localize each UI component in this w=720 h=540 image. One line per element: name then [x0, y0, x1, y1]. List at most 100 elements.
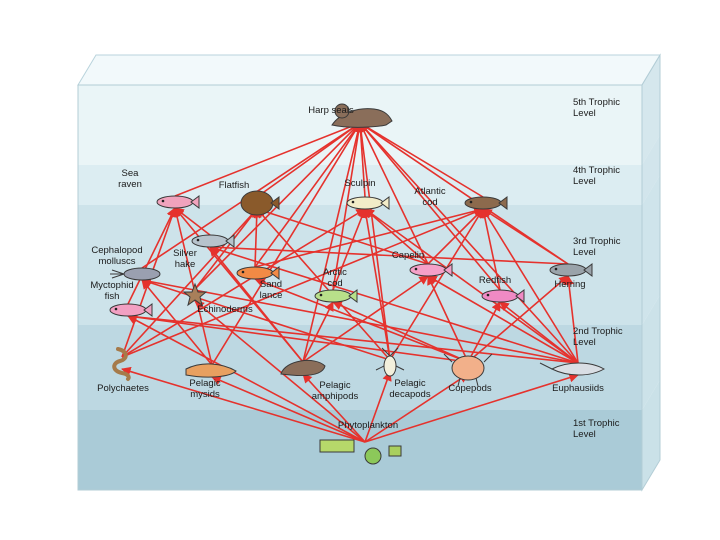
feeding-arrow-copepods-to-myctophid_fish	[127, 312, 469, 363]
feeding-arrow-flatfish-to-harp_seals	[256, 122, 361, 198]
trophic-level-label-level4: 4th Trophic Level	[573, 165, 620, 187]
feeding-arrow-sand_lance-to-flatfish	[251, 208, 262, 268]
fish-sea-raven-icon	[156, 195, 200, 209]
feeding-arrow-pelagic_amphipods-to-harp_seals	[302, 122, 363, 363]
feeding-arrow-phytoplankton-to-echinoderms	[194, 300, 366, 443]
label-silver-hake: Silver hake	[173, 248, 197, 270]
feeding-arrow-phytoplankton-to-pelagic_mysids	[211, 375, 366, 443]
fish-sculpin-icon	[346, 196, 390, 210]
feeding-arrow-capelin-to-sculpin	[364, 208, 429, 265]
fish-herring-icon	[549, 263, 593, 277]
feeding-arrow-atlantic_cod-to-harp_seals	[359, 122, 484, 198]
feeding-arrow-polychaetes-to-sea_raven	[121, 207, 177, 358]
feeding-arrow-arctic_cod-to-harp_seals	[332, 122, 364, 291]
starfish-echinoderms-icon	[182, 282, 208, 307]
worm-polychaetes-icon	[112, 347, 131, 381]
feeding-arrow-euphausiids-to-atlantic_cod	[482, 208, 579, 364]
label-redfish: Redfish	[478, 275, 512, 286]
plankton-phytoplankton-icon	[319, 439, 402, 465]
box-side-face	[642, 175, 660, 325]
feeding-arrow-phytoplankton-to-pelagic_decapods	[364, 371, 392, 443]
feeding-arrow-pelagic_mysids-to-sea_raven	[172, 207, 213, 366]
feeding-arrow-sculpin-to-harp_seals	[355, 122, 366, 198]
feeding-arrow-euphausiids-to-capelin	[427, 275, 579, 364]
feeding-arrow-phytoplankton-to-pelagic_amphipods	[302, 373, 366, 443]
feeding-arrow-herring-to-atlantic_cod	[482, 208, 569, 265]
box-side-face	[642, 135, 660, 205]
trophic-level-label-level2: 2nd Trophic Level	[573, 326, 623, 348]
feeding-arrow-euphausiids-to-herring	[564, 275, 579, 364]
feeding-arrow-myctophid_fish-to-sea_raven	[127, 207, 176, 305]
krill-euphausiids-icon	[539, 362, 606, 376]
organism-icons	[109, 103, 606, 465]
label-euphausiids: Euphausiids	[552, 383, 604, 394]
box-side-face	[642, 380, 660, 490]
feeding-links	[121, 121, 579, 443]
label-pelagic-amphipods: Pelagic amphipods	[311, 380, 359, 402]
label-pelagic-mysids: Pelagic mysids	[189, 378, 221, 400]
feeding-arrow-pelagic_mysids-to-harp_seals	[211, 122, 361, 366]
feeding-arrow-pelagic_decapods-to-atlantic_cod	[389, 208, 484, 361]
feeding-arrow-copepods-to-arctic_cod	[332, 301, 469, 363]
trophic-level-label-level3: 3rd Trophic Level	[573, 236, 621, 258]
feeding-arrow-sand_lance-to-harp_seals	[254, 122, 361, 268]
fish-arctic-cod-icon	[314, 289, 358, 303]
fish-redfish-icon	[481, 289, 525, 303]
amphipod-pelagic-amphipods-icon	[280, 359, 326, 377]
feeding-arrow-pelagic_decapods-to-sculpin	[361, 208, 391, 361]
feeding-arrow-phytoplankton-to-euphausiids	[364, 373, 579, 443]
box-side-face	[642, 295, 660, 410]
feeding-arrow-sea_raven-to-harp_seals	[174, 121, 361, 197]
trophic-band	[78, 410, 642, 490]
label-atlantic-cod: Atlantic cod	[414, 186, 446, 208]
decapod-pelagic-decapods-icon	[375, 347, 405, 377]
feeding-arrow-pelagic_decapods-to-cephalopod_molluscs	[141, 278, 391, 361]
label-sculpin: Sculpin	[344, 178, 376, 189]
feeding-arrow-phytoplankton-to-myctophid_fish	[127, 315, 366, 443]
feeding-arrow-polychaetes-to-sculpin	[121, 208, 366, 358]
feeding-arrow-polychaetes-to-atlantic_cod	[121, 207, 484, 358]
label-capelin: Capelin	[391, 250, 425, 261]
label-sea-raven: Sea raven	[118, 168, 142, 190]
feeding-arrow-echinoderms-to-flatfish	[194, 208, 258, 290]
feeding-arrow-pelagic_amphipods-to-capelin	[302, 275, 429, 363]
trophic-level-label-level5: 5th Trophic Level	[573, 97, 620, 119]
squid-cephalopod-molluscs-icon	[110, 267, 161, 281]
feeding-arrow-capelin-to-harp_seals	[359, 122, 429, 265]
feeding-arrow-herring-to-harp_seals	[359, 122, 569, 265]
trophic-level-label-level1: 1st Trophic Level	[573, 418, 620, 440]
feeding-arrow-sand_lance-to-atlantic_cod	[254, 206, 484, 268]
label-echinoderms: Echinoderms	[197, 304, 253, 315]
feeding-arrow-pelagic_decapods-to-harp_seals	[356, 122, 391, 361]
feeding-arrow-euphausiids-to-cephalopod_molluscs	[141, 276, 579, 364]
feeding-arrow-pelagic_mysids-to-cephalopod_molluscs	[141, 279, 213, 366]
box-side-face	[642, 55, 660, 165]
feeding-arrow-arctic_cod-to-sculpin	[332, 208, 367, 291]
box-top-face	[77, 54, 661, 86]
feeding-arrow-pelagic_amphipods-to-silver_hake	[209, 246, 304, 363]
feeding-arrow-silver_hake-to-sea_raven	[174, 207, 211, 236]
copepod-copepods-icon	[443, 353, 493, 387]
feeding-arrow-phytoplankton-to-copepods	[364, 373, 469, 443]
feeding-arrow-polychaetes-to-flatfish	[121, 208, 258, 358]
fish-myctophid-fish-icon	[109, 303, 153, 317]
label-herring: Herring	[554, 279, 586, 290]
label-flatfish: Flatfish	[218, 180, 250, 191]
feeding-arrow-pelagic_amphipods-to-arctic_cod	[302, 301, 334, 363]
label-phytoplankton: Phytoplankton	[337, 420, 399, 431]
trophic-band	[78, 205, 642, 325]
feeding-arrow-euphausiids-to-harp_seals	[359, 122, 579, 364]
feeding-arrow-copepods-to-capelin	[427, 275, 469, 363]
seal-harp-seals-icon	[331, 103, 393, 128]
label-myctophid-fish: Myctophid fish	[90, 280, 134, 302]
flatfish-flatfish-icon	[240, 190, 280, 216]
feeding-arrow-redfish-to-atlantic_cod	[480, 208, 501, 291]
label-copepods: Copepods	[448, 383, 492, 394]
ocean-box	[77, 53, 661, 492]
label-pelagic-decapods: Pelagic decapods	[389, 378, 431, 400]
label-harp-seals: Harp seals	[308, 105, 354, 116]
fish-capelin-icon	[409, 263, 453, 277]
shrimp-pelagic-mysids-icon	[185, 363, 237, 378]
feeding-arrow-phytoplankton-to-polychaetes	[121, 366, 366, 443]
